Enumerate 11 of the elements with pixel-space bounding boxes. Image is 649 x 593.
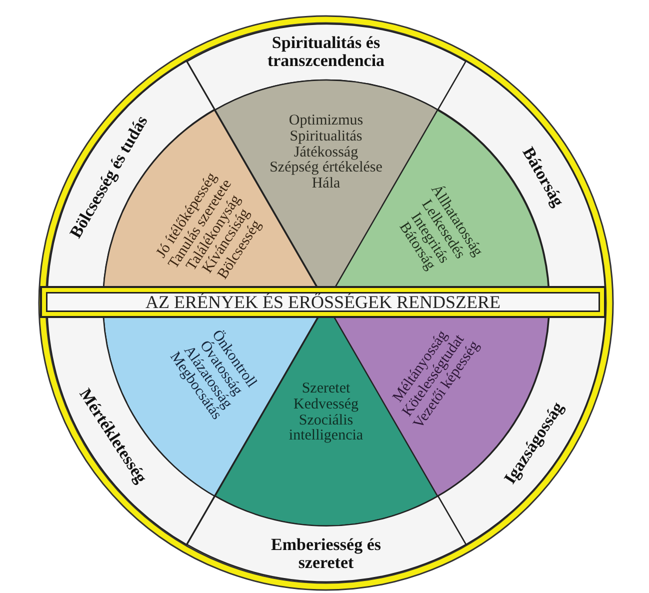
strength-label: Optimizmus [288,114,364,130]
strength-label: Szépség értékelése [270,160,382,177]
virtue-label: Emberiesség és szeretet [270,536,382,572]
strength-label: Szociális intelligencia [288,413,364,444]
virtue-label: Spiritualitás és transzcendencia [266,34,386,70]
title-banner: AZ ERÉNYEK ÉS ERŐSSÉGEK RENDSZERE [40,286,606,318]
strength-label: Szeretet [302,382,350,398]
strength-label: Kedvesség [294,397,358,413]
strength-label: Játékosság [294,145,358,161]
strength-label: Spiritualitás [290,129,362,146]
strength-label: Hála [312,176,340,192]
